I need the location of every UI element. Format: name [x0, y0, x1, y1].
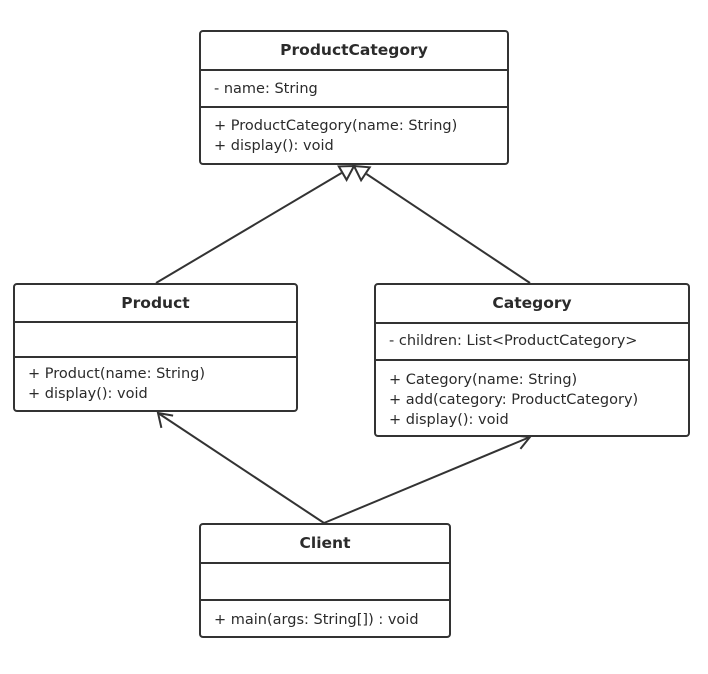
class-name: ProductCategory: [280, 41, 428, 59]
operations-section: + ProductCategory(name: String) + displa…: [201, 106, 507, 156]
class-product: Product + Product(name: String) + displa…: [13, 283, 298, 412]
operation: + display(): void: [389, 412, 509, 428]
attribute: - children: List<ProductCategory>: [389, 333, 638, 349]
class-productcategory: ProductCategory - name: String + Product…: [199, 30, 509, 165]
operations-section: + Product(name: String) + display(): voi…: [15, 356, 296, 404]
operation: + display(): void: [28, 386, 148, 402]
operation: + add(category: ProductCategory): [389, 392, 639, 408]
association-client-to-product: [156, 411, 325, 524]
class-name: Category: [492, 294, 572, 312]
attributes-section: - name: String: [201, 69, 507, 106]
class-client: Client + main(args: String[]) : void: [199, 523, 451, 638]
operations-section: + main(args: String[]) : void: [201, 599, 449, 630]
generalization-product-to-productcategory: [155, 164, 356, 284]
operation: + Product(name: String): [28, 366, 206, 382]
class-name: Client: [299, 534, 351, 552]
operation: + Category(name: String): [389, 372, 578, 388]
operation: + main(args: String[]) : void: [214, 612, 419, 628]
class-category: Category - children: List<ProductCategor…: [374, 283, 690, 437]
generalization-category-to-productcategory: [352, 164, 531, 284]
association-client-to-category: [323, 434, 532, 524]
class-name: Product: [121, 294, 190, 312]
operations-section: + Category(name: String) + add(category:…: [376, 359, 688, 430]
attributes-section: [15, 321, 296, 356]
attributes-section: - children: List<ProductCategory>: [376, 322, 688, 359]
attributes-section: [201, 562, 449, 599]
operation: + ProductCategory(name: String): [214, 118, 458, 134]
operation: + display(): void: [214, 138, 334, 154]
attribute: - name: String: [214, 81, 318, 97]
